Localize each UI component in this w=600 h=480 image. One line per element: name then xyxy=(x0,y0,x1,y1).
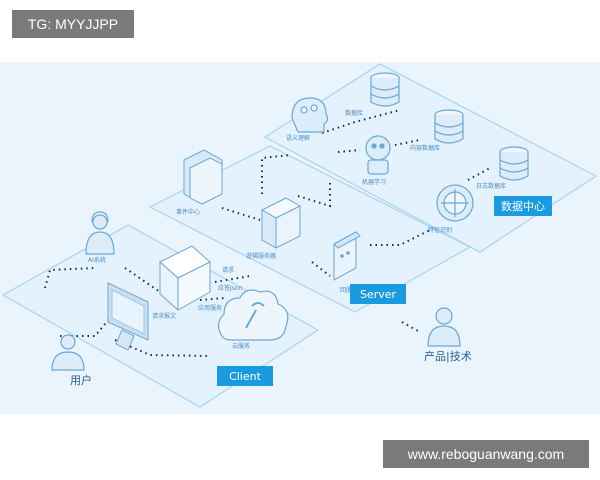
label-db2: 内容数据库 xyxy=(410,144,440,152)
document-icon xyxy=(159,245,211,312)
label-req: 请求 xyxy=(222,266,234,274)
database-icon xyxy=(370,72,400,107)
label-client-top: AI系统 xyxy=(88,256,106,264)
label-brain: 语义理解 xyxy=(286,134,310,142)
database-icon xyxy=(499,146,529,181)
radar-icon xyxy=(436,184,474,222)
robot-icon xyxy=(365,135,391,175)
brain-head-icon xyxy=(291,97,329,133)
data-center-badge xyxy=(494,196,552,216)
label-base: 应用服务 xyxy=(198,304,222,312)
monitor-icon xyxy=(107,282,149,351)
label-cloud: 云服务 xyxy=(232,342,250,350)
label-server-box: 逻辑服务器 xyxy=(246,252,276,260)
server-badge xyxy=(350,284,406,304)
client-badge xyxy=(217,366,273,386)
client-label: Client xyxy=(229,370,262,383)
label-doc: 请求报文 xyxy=(152,312,176,320)
folder-icon xyxy=(183,149,223,205)
tech-person-icon xyxy=(427,307,461,347)
tech-label: 产品|技术 xyxy=(424,349,472,363)
label-robot: 机器学习 xyxy=(362,178,386,186)
connection-lines xyxy=(44,109,491,357)
label-resp: 应答Json xyxy=(218,284,243,292)
chat-icon xyxy=(333,231,361,281)
label-radar: 特征识别 xyxy=(428,226,452,234)
headset-person-icon xyxy=(85,211,115,255)
top-tag: TG: MYYJJPP xyxy=(12,10,134,38)
server-icon xyxy=(260,197,302,249)
database-icon xyxy=(434,109,464,144)
user-icon xyxy=(51,334,85,371)
label-folder: 事件中心 xyxy=(176,208,200,216)
server-label: Server xyxy=(360,288,397,301)
watermark-banner: www.reboguanwang.com xyxy=(383,440,589,468)
label-db3: 日志数据库 xyxy=(476,182,506,190)
label-db1: 数据库 xyxy=(345,109,363,117)
user-label: 用户 xyxy=(70,373,92,387)
data-center-label: 数据中心 xyxy=(501,199,545,213)
cloud-wrench-icon xyxy=(217,289,289,341)
